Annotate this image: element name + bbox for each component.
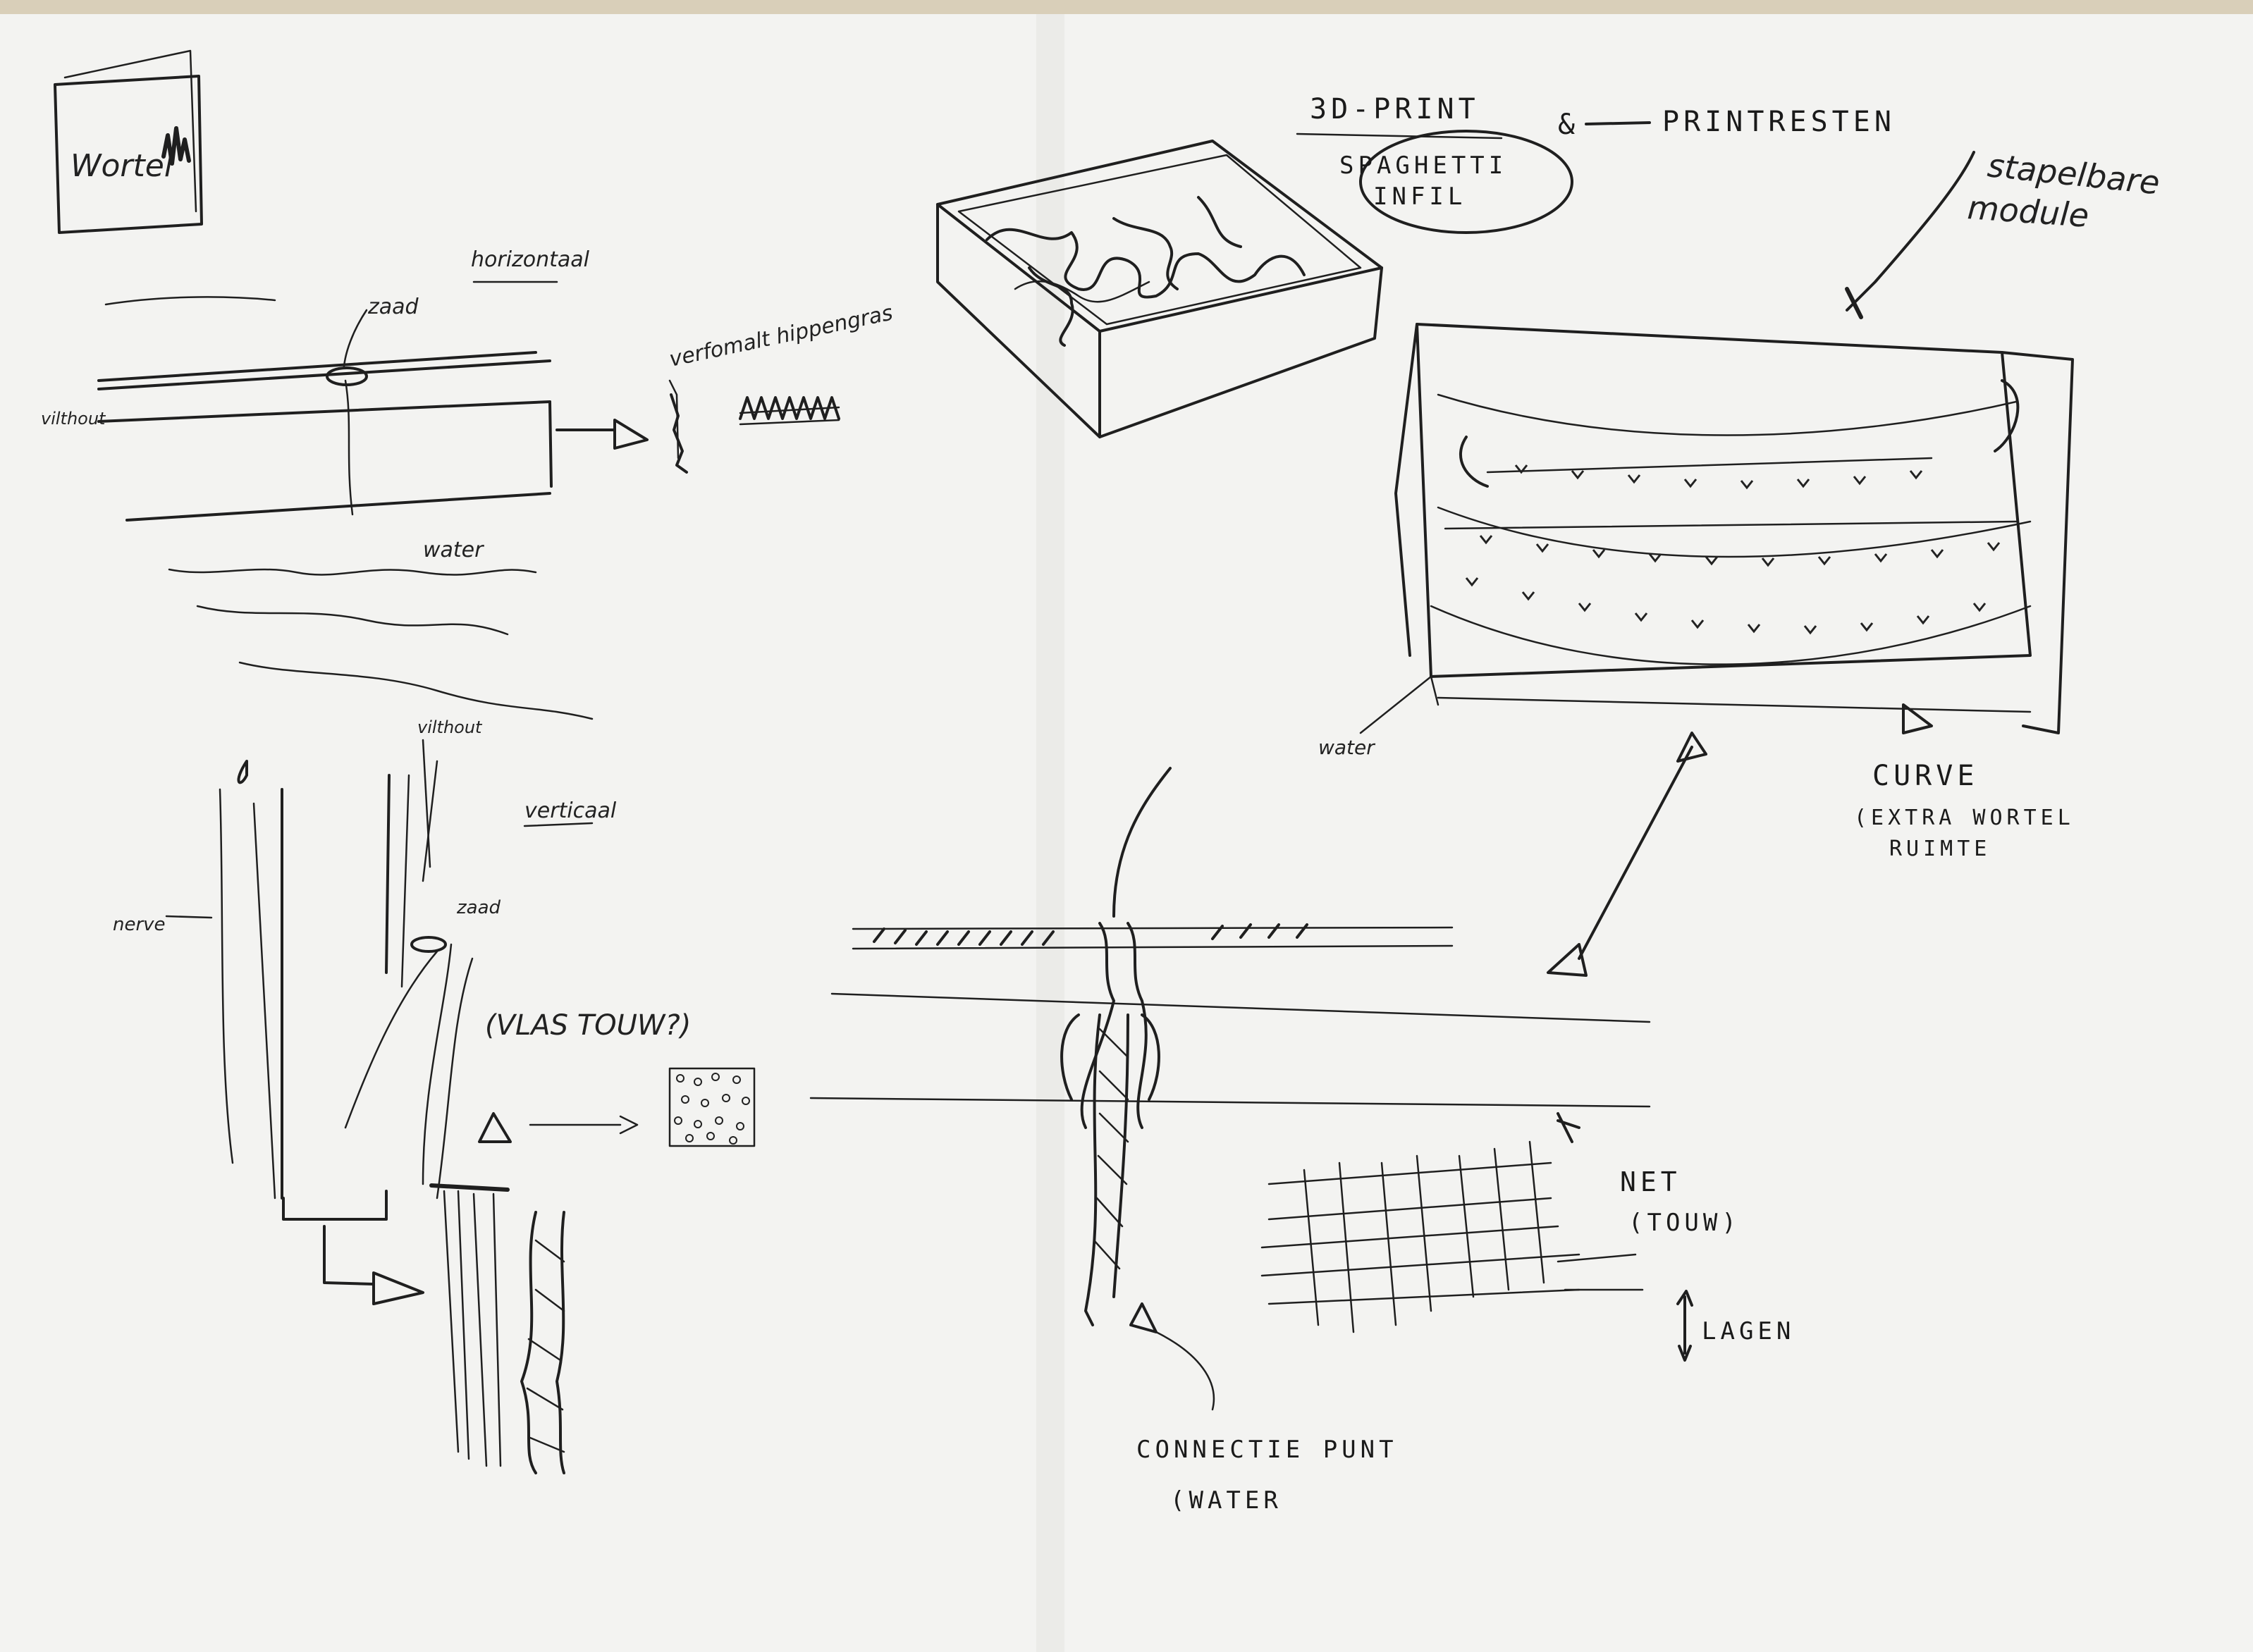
3d-print-label: 3D-PRINT bbox=[1310, 93, 1480, 125]
seedling-marks bbox=[1465, 464, 2001, 635]
dots-pattern bbox=[674, 1073, 750, 1145]
curve-sub2-label: RUIMTE bbox=[1889, 837, 1991, 861]
connectie-sub-label: (WATER bbox=[1170, 1486, 1282, 1515]
vertical-section-sketch: vilthout verticaal nerve zaad (VLAS TOUW… bbox=[113, 717, 756, 1474]
connectie-punt-label: CONNECTIE PUNT bbox=[1136, 1436, 1398, 1464]
water-label-top: water bbox=[423, 538, 484, 562]
paper-fold-shadow bbox=[1036, 14, 1064, 1652]
spaghetti-label: SPAGHETTI bbox=[1339, 152, 1507, 180]
net-grid-sketch: NET (TOUW) LAGEN bbox=[1260, 1112, 1795, 1362]
zaad-label-vert: zaad bbox=[456, 897, 501, 918]
print-tray-sketch: 3D-PRINT SPAGHETTI INFIL & PRINTRESTEN bbox=[936, 93, 1896, 438]
module-label: module bbox=[1966, 188, 2090, 235]
wortel-box-sketch: Wortel bbox=[54, 49, 203, 234]
lagen-label: LAGEN bbox=[1702, 1317, 1795, 1345]
net-sub-label: (TOUW) bbox=[1628, 1209, 1741, 1237]
curve-sub1-label: (EXTRA WORTEL bbox=[1854, 806, 2075, 830]
stackable-module-sketch: stapelbare module water CURVE (EXTRA WOR… bbox=[1318, 146, 2161, 977]
wortel-label: Wortel bbox=[70, 148, 173, 184]
infil-label: INFIL bbox=[1373, 183, 1466, 211]
net-label: NET bbox=[1620, 1166, 1681, 1197]
vilthout-label-top: vilthout bbox=[41, 409, 106, 429]
zaad-label-top: zaad bbox=[367, 295, 419, 319]
water-label-box: water bbox=[1318, 736, 1375, 759]
paper bbox=[0, 14, 2253, 1652]
verticaal-label: verticaal bbox=[524, 799, 617, 823]
amp-label: & bbox=[1558, 109, 1579, 141]
nerve-label: nerve bbox=[113, 914, 166, 935]
connection-point-sketch: CONNECTIE PUNT (WATER bbox=[809, 767, 1651, 1515]
horizontaal-label: horizontaal bbox=[471, 247, 590, 272]
vlas-touw-label: (VLAS TOUW?) bbox=[485, 1009, 691, 1042]
printresten-label: PRINTRESTEN bbox=[1662, 106, 1896, 138]
vilthout-label-vert: vilthout bbox=[417, 717, 483, 737]
curve-label: CURVE bbox=[1872, 760, 1978, 792]
